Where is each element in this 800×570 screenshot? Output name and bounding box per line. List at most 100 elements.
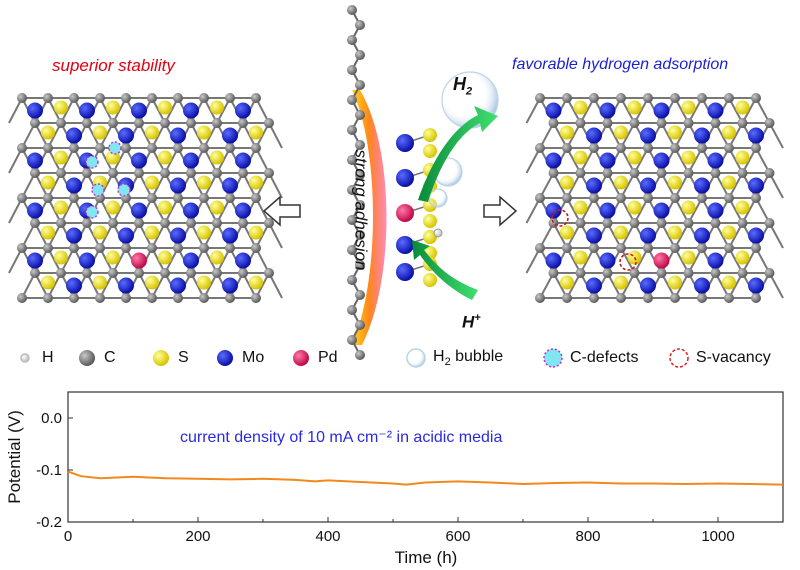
s-atom (423, 128, 437, 142)
h2-bubble (428, 188, 448, 208)
s-atom (735, 200, 750, 215)
s-atom (249, 175, 263, 190)
s-atom (423, 214, 437, 228)
s-atom (560, 125, 574, 140)
carbon-atom (251, 293, 261, 303)
mo-atom (748, 127, 764, 144)
s-atom (722, 125, 736, 140)
carbon-atom (355, 200, 365, 210)
s-atom (210, 200, 224, 215)
s-atom (145, 275, 159, 290)
carbon-atom (225, 193, 235, 203)
proton-arrow-icon (412, 240, 478, 300)
legend-item-cdef: C-defects (542, 346, 638, 370)
carbon-atom (764, 168, 775, 178)
s-atom (668, 275, 682, 290)
mo-atom (707, 102, 724, 119)
carbon-atom (17, 243, 27, 253)
carbon-atom (562, 93, 572, 103)
carbon-atom (355, 20, 365, 30)
s-atom (573, 150, 588, 165)
carbon-atom (43, 293, 53, 303)
carbon-atom (347, 215, 357, 225)
carbon-atom (670, 243, 680, 253)
s-atom (106, 100, 120, 115)
carbon-atom (616, 193, 626, 203)
carbon-atom (43, 193, 53, 203)
carbon-atom (589, 193, 599, 203)
carbon-atom (589, 143, 599, 153)
carbon-atom (355, 80, 365, 90)
c-defect-marker (108, 141, 122, 155)
mo-atom (707, 202, 724, 219)
carbon-atom (575, 218, 586, 228)
x-tick-label: 600 (445, 528, 470, 545)
carbon-atom (199, 293, 209, 303)
carbon-atom (30, 218, 40, 228)
carbon-atom (724, 93, 734, 103)
mo-atom (66, 277, 82, 294)
s-atom (722, 225, 736, 240)
carbon-atom (108, 168, 118, 178)
carbon-atom (347, 35, 357, 45)
mo-atom (170, 227, 186, 244)
carbon-atom (602, 218, 613, 228)
h2-release-arrow-icon (418, 106, 498, 202)
c-defect-marker (85, 155, 99, 169)
carbon-atom (199, 143, 209, 153)
s-atom (106, 150, 120, 165)
mo-atom (586, 127, 602, 144)
mo-atom (66, 127, 82, 144)
right-panel-title: favorable hydrogen adsorption (512, 56, 729, 73)
carbon-atom (108, 118, 118, 128)
s-atom (614, 175, 628, 190)
mo-atom (586, 277, 602, 294)
chart-annotation: current density of 10 mA cm⁻² in acidic … (180, 429, 502, 446)
carbon-atom (724, 193, 734, 203)
carbon-atom (535, 243, 545, 253)
carbon-atom (134, 218, 144, 228)
right-arrow-icon (483, 195, 518, 227)
mo-atom (27, 252, 43, 269)
carbon-atom (737, 168, 748, 178)
mo-atom (183, 252, 199, 269)
carbon-atom (95, 293, 105, 303)
carbon-atom (656, 168, 667, 178)
legend-item-c: C (76, 346, 116, 370)
carbon-atom (548, 118, 559, 128)
carbon-atom (199, 193, 209, 203)
carbon-atom (616, 93, 626, 103)
carbon-atom (160, 218, 170, 228)
pd-symbol-icon (293, 350, 309, 366)
h-atom (433, 228, 443, 238)
carbon-atom (548, 168, 559, 178)
carbon-atom (347, 155, 357, 165)
s-atom (735, 100, 750, 115)
mo-atom (586, 227, 602, 244)
carbon-atom (355, 320, 365, 330)
carbon-atom (212, 118, 222, 128)
carbon-atom (264, 118, 274, 128)
carbon-atom (199, 93, 209, 103)
y-axis-label: Potential (V) (5, 410, 24, 504)
carbon-atom (17, 143, 27, 153)
carbon-atom (562, 243, 572, 253)
carbon-atom (69, 143, 79, 153)
carbon-atom (186, 218, 196, 228)
y-tick-label: -0.2 (36, 514, 62, 531)
carbon-atom (670, 143, 680, 153)
carbon-atom (764, 118, 775, 128)
c-defect-marker (91, 183, 105, 197)
carbon-atom (69, 93, 79, 103)
mo-atom (66, 177, 82, 194)
carbon-atom (697, 143, 707, 153)
carbon-atom (629, 218, 640, 228)
mo-atom (235, 252, 251, 269)
x-tick-label: 1000 (701, 528, 734, 545)
x-tick-label: 800 (575, 528, 600, 545)
s-atom (41, 175, 55, 190)
s-atom (735, 150, 750, 165)
s-atom (145, 125, 159, 140)
carbon-atom (602, 118, 613, 128)
s-atom (423, 144, 437, 158)
